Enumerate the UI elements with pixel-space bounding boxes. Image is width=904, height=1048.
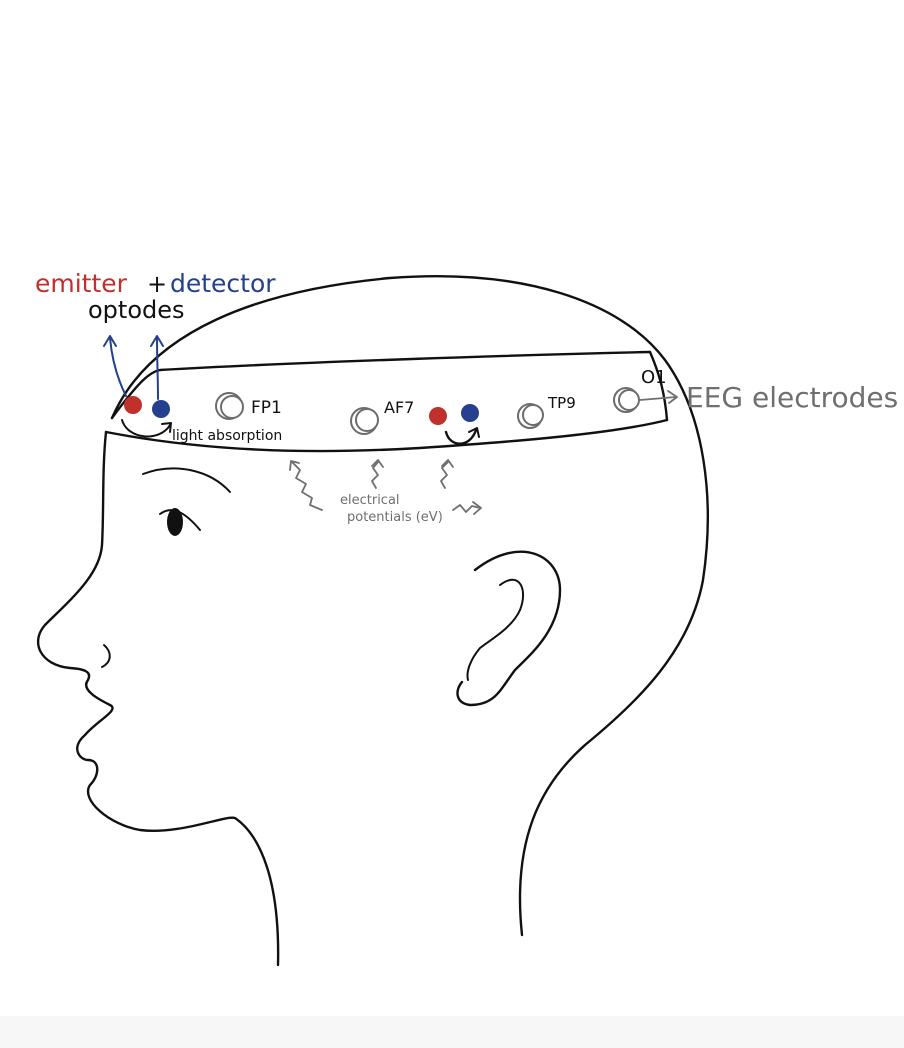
headband-back-edge: [648, 350, 669, 422]
eye: [167, 508, 183, 536]
eeg-electrodes: FP1 AF7 TP9 O1: [215, 367, 667, 435]
electrode-fp1-label: FP1: [251, 398, 282, 418]
headband: [104, 350, 669, 453]
front-optode-pair: [121, 396, 172, 438]
emitter-label: emitter: [35, 269, 128, 298]
light-absorption-arrowhead-2: [468, 427, 480, 438]
electrode-af7-label: AF7: [384, 398, 414, 417]
eeg-pointer-arrowhead: [667, 390, 678, 404]
eeg-label-group: EEG electrodes: [639, 381, 898, 414]
light-absorption-arc: [121, 419, 171, 438]
mid-optode-pair: [429, 404, 480, 445]
light-absorption-arc-2: [444, 428, 478, 445]
optodes-label: optodes: [88, 296, 185, 324]
bottom-margin-band: [0, 1016, 904, 1048]
emitter-pointer-arrow: [109, 337, 127, 397]
electrode-tp9-label: TP9: [547, 394, 576, 412]
eeg-pointer-arrow: [639, 396, 677, 401]
emitter-optode-2: [429, 407, 447, 425]
potential-squiggle-mid: [371, 461, 379, 489]
electrical-potentials-label-1: electrical: [340, 493, 400, 508]
electrode-o1-label: O1: [641, 367, 667, 388]
skull-outline: [110, 275, 709, 937]
ear-outer: [456, 550, 562, 707]
head-outline: [36, 275, 709, 967]
potential-squiggle-bottom-head: [472, 501, 482, 515]
detector-optode: [152, 400, 170, 418]
electrical-potentials-label-2: potentials (eV): [347, 510, 443, 525]
potential-squiggle-right-head: [441, 459, 454, 468]
electrode-o1: O1: [613, 367, 667, 413]
potential-squiggle-left: [291, 461, 323, 511]
light-absorption-label: light absorption: [172, 428, 282, 444]
headband-bottom-edge: [104, 418, 669, 453]
detector-optode-2: [461, 404, 479, 422]
face-profile: [36, 430, 280, 967]
headband-top-edge: [110, 350, 652, 420]
electrode-af7: AF7: [350, 398, 414, 435]
nostril: [101, 644, 111, 668]
detector-pointer-arrowhead: [150, 335, 164, 347]
potential-squiggle-mid-head: [371, 459, 384, 468]
eeg-electrodes-label: EEG electrodes: [686, 381, 898, 414]
electrical-potentials-group: electrical potentials (eV): [289, 459, 482, 525]
eyebrow: [142, 467, 231, 493]
plus-label: +: [147, 270, 167, 298]
ear-inner: [466, 578, 525, 681]
detector-label: detector: [170, 269, 276, 298]
emitter-optode: [124, 396, 142, 414]
emitter-pointer-arrowhead: [103, 335, 117, 347]
electrode-tp9: TP9: [517, 394, 576, 429]
potential-squiggle-bottom: [452, 504, 481, 513]
optodes-label-group: emitter + detector optodes light absorpt…: [35, 269, 282, 444]
potential-squiggle-right: [440, 461, 449, 489]
electrode-fp1: FP1: [215, 392, 282, 420]
potential-squiggle-left-head: [289, 460, 300, 471]
detector-pointer-arrow: [156, 337, 159, 400]
light-absorption-arrowhead: [161, 422, 172, 433]
